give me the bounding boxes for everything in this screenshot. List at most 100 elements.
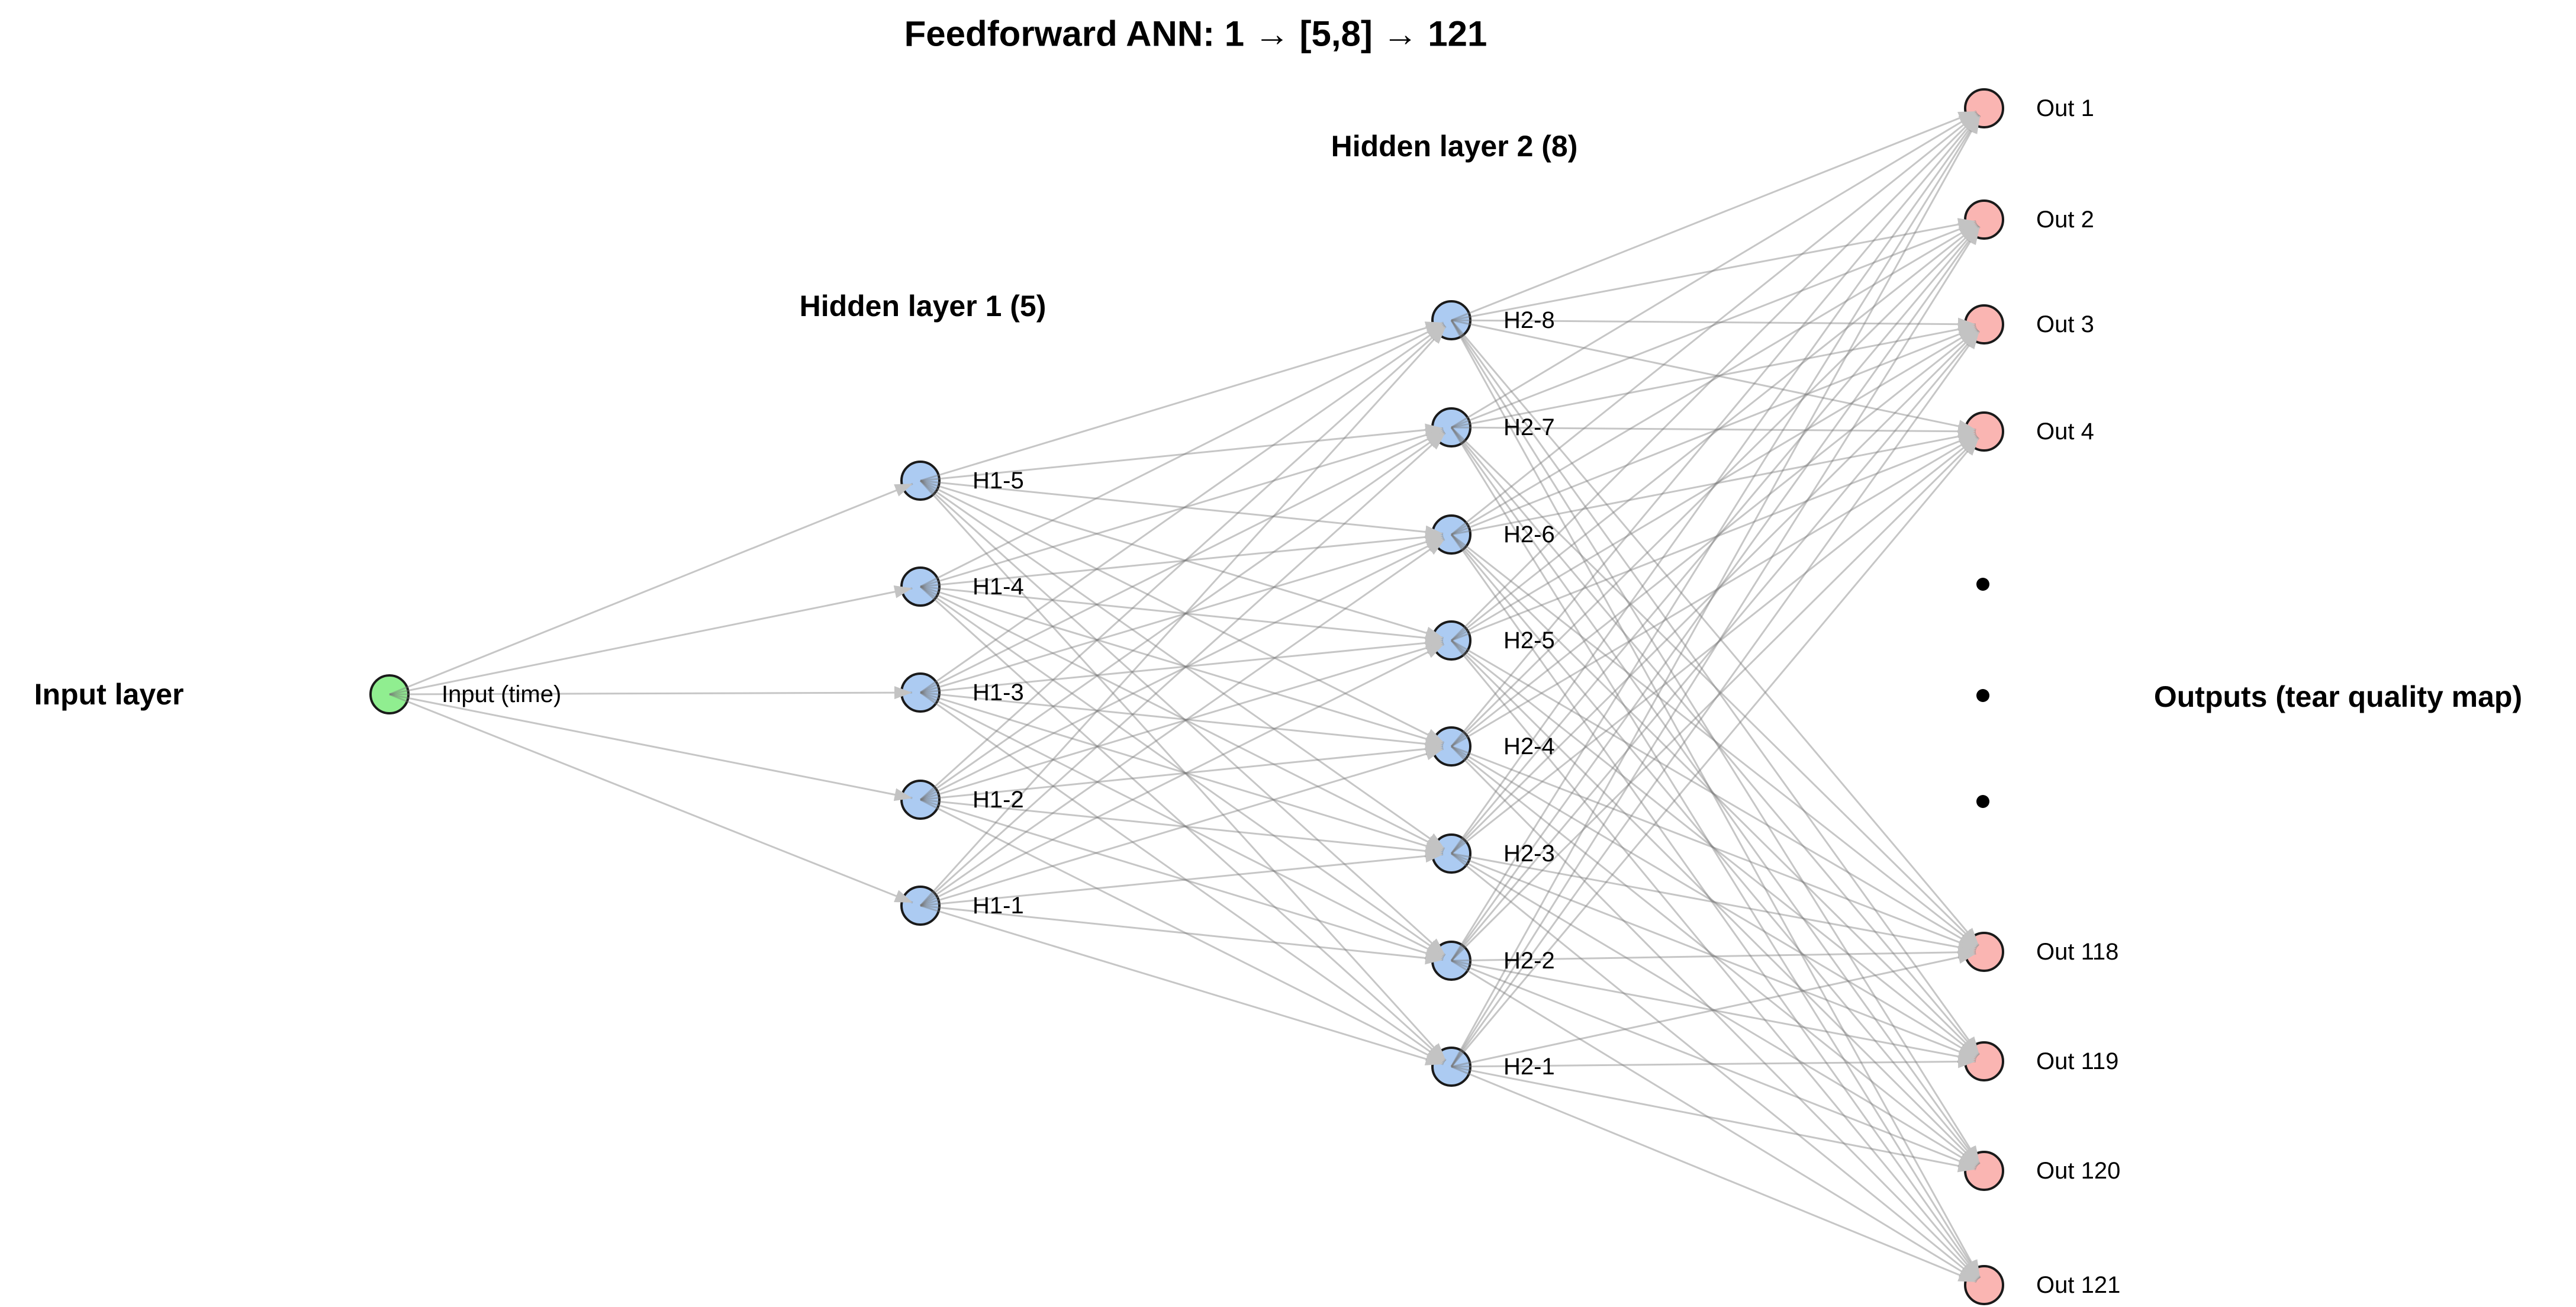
- node-label: Out 4: [2036, 419, 2094, 445]
- edge: [1450, 320, 1981, 1164]
- edge: [1450, 330, 1981, 1067]
- edge: [919, 326, 1447, 907]
- node-label: H1-1: [973, 893, 1024, 919]
- edge: [389, 482, 913, 696]
- edge: [920, 585, 1444, 645]
- edge: [920, 849, 1444, 907]
- edge: [1451, 218, 1976, 321]
- heading-input-layer: Input layer: [34, 678, 184, 711]
- edge: [1450, 329, 1979, 855]
- node-label: H2-1: [1503, 1054, 1555, 1080]
- edge: [389, 686, 913, 700]
- heading-hidden-layer-2: Hidden layer 2 (8): [1331, 130, 1578, 163]
- edge: [1451, 852, 1977, 1060]
- edge: [920, 479, 1445, 744]
- node-label: Out 2: [2036, 207, 2094, 233]
- edge: [1451, 436, 1978, 855]
- node-label: H2-7: [1503, 414, 1555, 440]
- edge: [919, 585, 1446, 1062]
- edge: [920, 431, 1445, 801]
- edge: [920, 904, 1444, 1065]
- edge: [1450, 320, 1981, 1055]
- edge: [1451, 433, 1977, 642]
- node-label: H2-6: [1503, 521, 1555, 548]
- edge: [1450, 226, 1981, 1067]
- edge: [920, 748, 1444, 907]
- edge: [1451, 319, 1976, 433]
- edge: [1451, 1065, 1977, 1283]
- node-label: H2-4: [1503, 733, 1555, 759]
- edge: [920, 479, 1444, 639]
- edge: [1450, 114, 1981, 854]
- node-label: Input (time): [442, 681, 561, 707]
- edge: [1451, 852, 1976, 954]
- edge: [389, 585, 913, 696]
- edge: [1451, 323, 1976, 429]
- edge: [920, 585, 1444, 745]
- edge: [1450, 320, 1980, 947]
- edge: [1450, 436, 1979, 962]
- edge: [1450, 534, 1981, 1279]
- edge: [1450, 639, 1979, 1166]
- edge: [1451, 1055, 1976, 1068]
- edge: [1450, 533, 1979, 1057]
- edge: [1450, 224, 1979, 748]
- edge: [920, 742, 1444, 801]
- node-label: H1-2: [973, 787, 1024, 813]
- edge: [920, 799, 1444, 960]
- node-label: Out 3: [2036, 311, 2094, 337]
- edge: [1451, 960, 1977, 1169]
- edge: [1451, 424, 1976, 438]
- edge: [1450, 115, 1981, 1067]
- edge: [389, 693, 913, 801]
- edge: [1450, 226, 1981, 961]
- edge: [1451, 745, 1978, 1058]
- heading-hidden-layer-1: Hidden layer 1 (5): [800, 289, 1046, 323]
- node-label: H1-4: [973, 574, 1024, 600]
- edge: [1451, 326, 1977, 536]
- edge: [920, 479, 1445, 850]
- edge: [920, 430, 1445, 694]
- edge: [1450, 426, 1979, 947]
- node-label: H2-5: [1503, 627, 1555, 654]
- edge: [1451, 852, 1978, 1168]
- edge: [1451, 224, 1978, 642]
- edge: [920, 636, 1444, 694]
- edge: [1450, 114, 1980, 747]
- edge: [920, 642, 1444, 801]
- node-label: Out 1: [2036, 95, 2094, 121]
- edge: [920, 904, 1444, 965]
- edge: [1450, 534, 1980, 1166]
- edge: [1451, 945, 1976, 962]
- edge: [1451, 434, 1978, 748]
- edge: [1451, 960, 1976, 1063]
- edge: [389, 693, 913, 904]
- node-label: H2-3: [1503, 841, 1555, 867]
- edge: [920, 321, 1444, 482]
- edge: [1451, 327, 1978, 642]
- edge: [920, 691, 1444, 852]
- node-label: H2-8: [1503, 307, 1555, 333]
- edge: [1450, 437, 1980, 1067]
- ellipsis-dot: [1976, 689, 1989, 702]
- edge: [1451, 745, 1977, 950]
- edge: [920, 585, 1445, 957]
- edge: [1451, 221, 1977, 429]
- ellipsis-dot: [1976, 578, 1989, 591]
- edge: [1451, 110, 1977, 321]
- edge: [1450, 320, 1981, 1279]
- heading-outputs: Outputs (tear quality map): [2154, 680, 2522, 713]
- edge: [1450, 225, 1980, 854]
- edge: [920, 585, 1445, 851]
- node-input-time-: [369, 674, 410, 714]
- edge: [920, 429, 1444, 588]
- edge: [1451, 852, 1979, 1281]
- edge: [1451, 329, 1978, 748]
- figure-title: Feedforward ANN: 1 → [5,8] → 121: [904, 14, 1487, 54]
- edge: [920, 537, 1445, 801]
- edge: [919, 432, 1446, 907]
- edge: [1451, 223, 1978, 536]
- node-label: Out 118: [2036, 939, 2118, 965]
- edge: [1451, 951, 1976, 1068]
